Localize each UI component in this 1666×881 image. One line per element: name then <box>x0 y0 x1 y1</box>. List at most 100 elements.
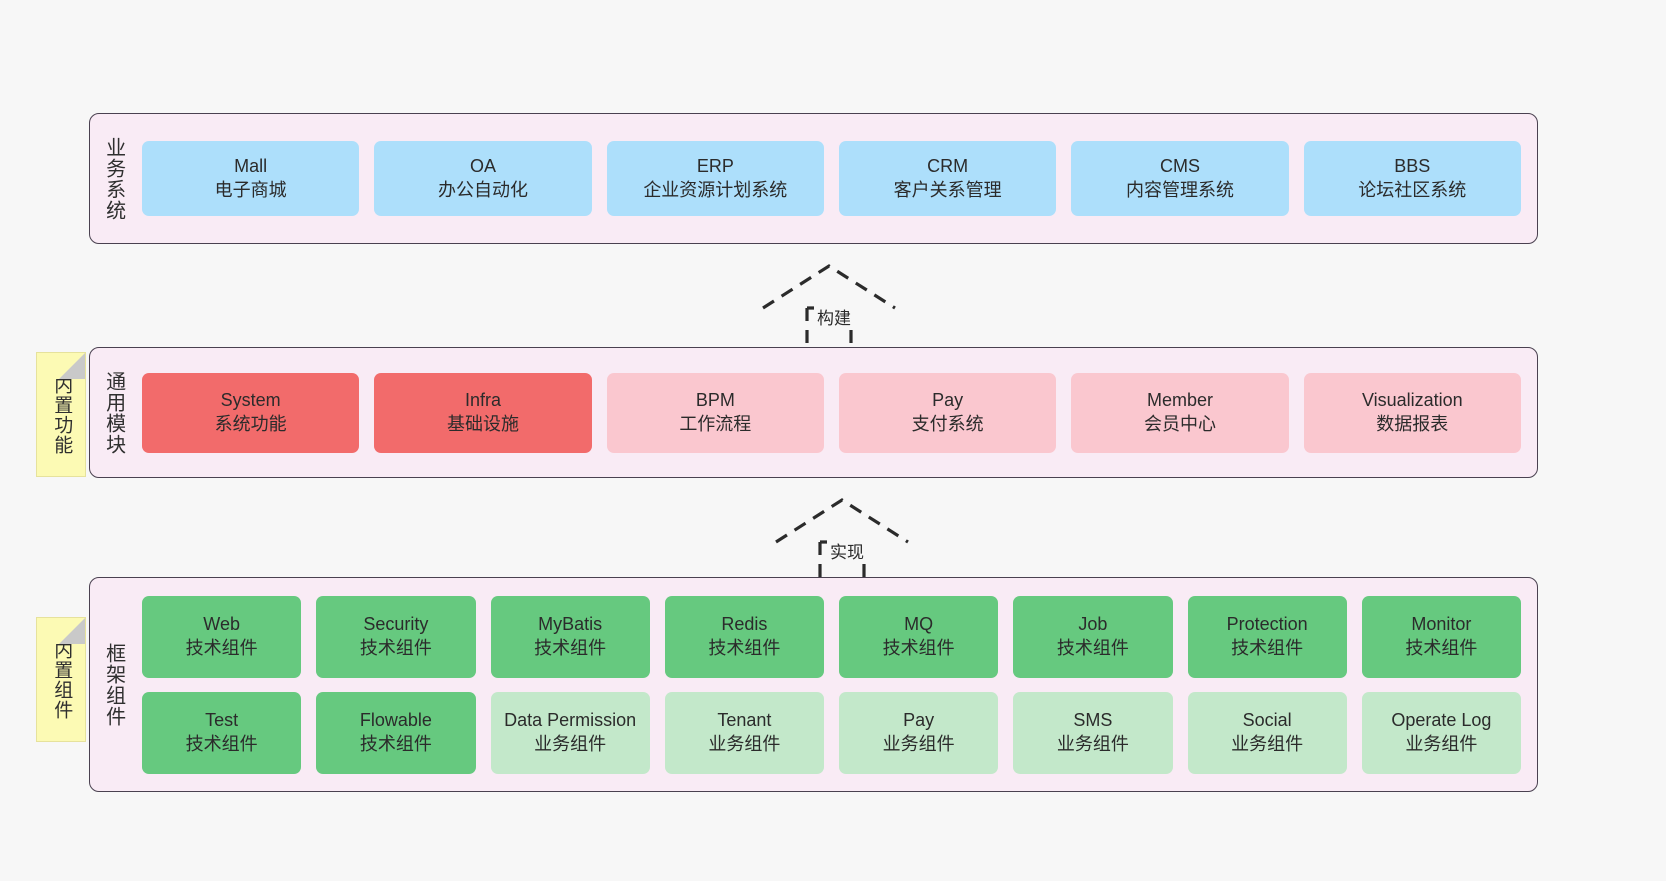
node-social-en: Social <box>1242 709 1292 730</box>
sticky-note-builtin-function-label: 内置功能 <box>51 374 73 455</box>
node-pay-component-cn: 业务组件 <box>882 733 955 754</box>
node-mybatis-en: MyBatis <box>538 613 603 634</box>
node-flowable-en: Flowable <box>359 709 432 730</box>
node-mq-cn: 技术组件 <box>882 637 955 658</box>
node-bbs[interactable]: BBS 论坛社区系统 <box>1303 141 1521 216</box>
node-system-cn: 系统功能 <box>214 413 287 434</box>
node-tenant-en: Tenant <box>717 709 772 730</box>
node-bbs-en: BBS <box>1394 155 1431 176</box>
node-sms[interactable]: SMS 业务组件 <box>1013 691 1173 774</box>
layer-title-common-module: 通用模块 <box>102 370 125 455</box>
node-data-permission[interactable]: Data Permission 业务组件 <box>490 691 650 774</box>
node-operate-log[interactable]: Operate Log 业务组件 <box>1361 691 1521 774</box>
sticky-note-builtin-component-label: 内置组件 <box>51 639 73 720</box>
node-infra[interactable]: Infra 基础设施 <box>374 372 592 453</box>
node-member-en: Member <box>1146 389 1213 410</box>
connector-realize-label: 实现 <box>827 538 867 563</box>
node-sms-cn: 业务组件 <box>1056 733 1129 754</box>
node-test-en: Test <box>205 709 239 730</box>
node-redis-en: Redis <box>721 613 768 634</box>
node-monitor[interactable]: Monitor 技术组件 <box>1361 595 1521 678</box>
row-framework-business: Test 技术组件 Flowable 技术组件 Data Permission … <box>142 691 1521 774</box>
node-member[interactable]: Member 会员中心 <box>1071 372 1289 453</box>
node-protection-en: Protection <box>1226 613 1308 634</box>
row-common-module: System 系统功能 Infra 基础设施 BPM 工作流程 Pay 支付系统… <box>142 372 1521 453</box>
sticky-note-builtin-component: 内置组件 <box>36 617 86 742</box>
node-redis[interactable]: Redis 技术组件 <box>664 595 824 678</box>
node-erp-cn: 企业资源计划系统 <box>643 179 788 200</box>
node-tenant[interactable]: Tenant 业务组件 <box>664 691 824 774</box>
node-security-cn: 技术组件 <box>359 637 432 658</box>
node-job-en: Job <box>1078 613 1108 634</box>
node-mall-en: Mall <box>234 155 268 176</box>
node-erp-en: ERP <box>696 155 734 176</box>
row-business-system: Mall 电子商城 OA 办公自动化 ERP 企业资源计划系统 CRM 客户关系… <box>142 141 1521 216</box>
node-test[interactable]: Test 技术组件 <box>142 691 302 774</box>
node-flowable[interactable]: Flowable 技术组件 <box>316 691 476 774</box>
node-data-permission-cn: 业务组件 <box>534 733 607 754</box>
node-mall[interactable]: Mall 电子商城 <box>142 141 360 216</box>
realize-arrowhead <box>775 498 909 544</box>
connector-build-label: 构建 <box>814 304 854 329</box>
sticky-note-builtin-function: 内置功能 <box>36 352 86 477</box>
layer-body-business-system: Mall 电子商城 OA 办公自动化 ERP 企业资源计划系统 CRM 客户关系… <box>136 114 1537 243</box>
layer-business-system[interactable]: 业务系统 Mall 电子商城 OA 办公自动化 ERP 企业资源计划系统 CRM… <box>89 113 1538 244</box>
node-social-cn: 业务组件 <box>1231 733 1304 754</box>
layer-framework-component[interactable]: 框架组件 Web 技术组件 Security 技术组件 MyBatis 技术组件… <box>89 577 1538 792</box>
node-operate-log-en: Operate Log <box>1391 709 1492 730</box>
node-crm-cn: 客户关系管理 <box>893 179 1002 200</box>
layer-title-business-system: 业务系统 <box>102 136 125 221</box>
node-monitor-en: Monitor <box>1411 613 1472 634</box>
node-cms-cn: 内容管理系统 <box>1125 179 1234 200</box>
node-pay-module-cn: 支付系统 <box>911 413 984 434</box>
node-protection[interactable]: Protection 技术组件 <box>1187 595 1347 678</box>
node-security[interactable]: Security 技术组件 <box>316 595 476 678</box>
row-framework-technical: Web 技术组件 Security 技术组件 MyBatis 技术组件 Redi… <box>142 595 1521 678</box>
node-web-en: Web <box>203 613 240 634</box>
node-pay-module-en: Pay <box>932 389 964 410</box>
layer-title-framework-component: 框架组件 <box>102 642 125 727</box>
node-pay-module[interactable]: Pay 支付系统 <box>838 372 1057 453</box>
node-system[interactable]: System 系统功能 <box>142 372 360 453</box>
node-mybatis[interactable]: MyBatis 技术组件 <box>490 595 650 678</box>
node-bpm-en: BPM <box>695 389 735 410</box>
node-bpm[interactable]: BPM 工作流程 <box>606 372 824 453</box>
node-oa-cn: 办公自动化 <box>437 179 528 200</box>
node-mq[interactable]: MQ 技术组件 <box>839 595 999 678</box>
node-visualization[interactable]: Visualization 数据报表 <box>1303 372 1521 453</box>
node-member-cn: 会员中心 <box>1143 413 1216 434</box>
build-arrowhead <box>762 264 896 310</box>
node-pay-component[interactable]: Pay 业务组件 <box>839 691 999 774</box>
node-job-cn: 技术组件 <box>1056 637 1129 658</box>
node-social[interactable]: Social 业务组件 <box>1187 691 1347 774</box>
layer-common-module[interactable]: 通用模块 System 系统功能 Infra 基础设施 BPM 工作流程 Pay… <box>89 347 1538 478</box>
node-erp[interactable]: ERP 企业资源计划系统 <box>606 141 824 216</box>
node-bpm-cn: 工作流程 <box>679 413 752 434</box>
node-system-en: System <box>220 389 281 410</box>
node-cms[interactable]: CMS 内容管理系统 <box>1071 141 1289 216</box>
node-cms-en: CMS <box>1159 155 1200 176</box>
layer-body-common-module: System 系统功能 Infra 基础设施 BPM 工作流程 Pay 支付系统… <box>136 348 1537 477</box>
connector-build: 构建 <box>757 258 902 348</box>
node-visualization-cn: 数据报表 <box>1376 413 1449 434</box>
node-job[interactable]: Job 技术组件 <box>1013 595 1173 678</box>
node-redis-cn: 技术组件 <box>708 637 781 658</box>
node-flowable-cn: 技术组件 <box>359 733 432 754</box>
node-security-en: Security <box>363 613 429 634</box>
node-visualization-en: Visualization <box>1361 389 1463 410</box>
node-tenant-cn: 业务组件 <box>708 733 781 754</box>
connector-realize: 实现 <box>770 492 915 582</box>
node-infra-cn: 基础设施 <box>446 413 519 434</box>
node-web-cn: 技术组件 <box>185 637 258 658</box>
node-oa-en: OA <box>469 155 496 176</box>
node-monitor-cn: 技术组件 <box>1405 637 1478 658</box>
node-operate-log-cn: 业务组件 <box>1405 733 1478 754</box>
node-mall-cn: 电子商城 <box>214 179 287 200</box>
layer-body-framework-component: Web 技术组件 Security 技术组件 MyBatis 技术组件 Redi… <box>136 578 1537 791</box>
node-test-cn: 技术组件 <box>185 733 258 754</box>
node-bbs-cn: 论坛社区系统 <box>1358 179 1467 200</box>
node-crm[interactable]: CRM 客户关系管理 <box>838 141 1057 216</box>
node-oa[interactable]: OA 办公自动化 <box>374 141 592 216</box>
node-web[interactable]: Web 技术组件 <box>142 595 302 678</box>
